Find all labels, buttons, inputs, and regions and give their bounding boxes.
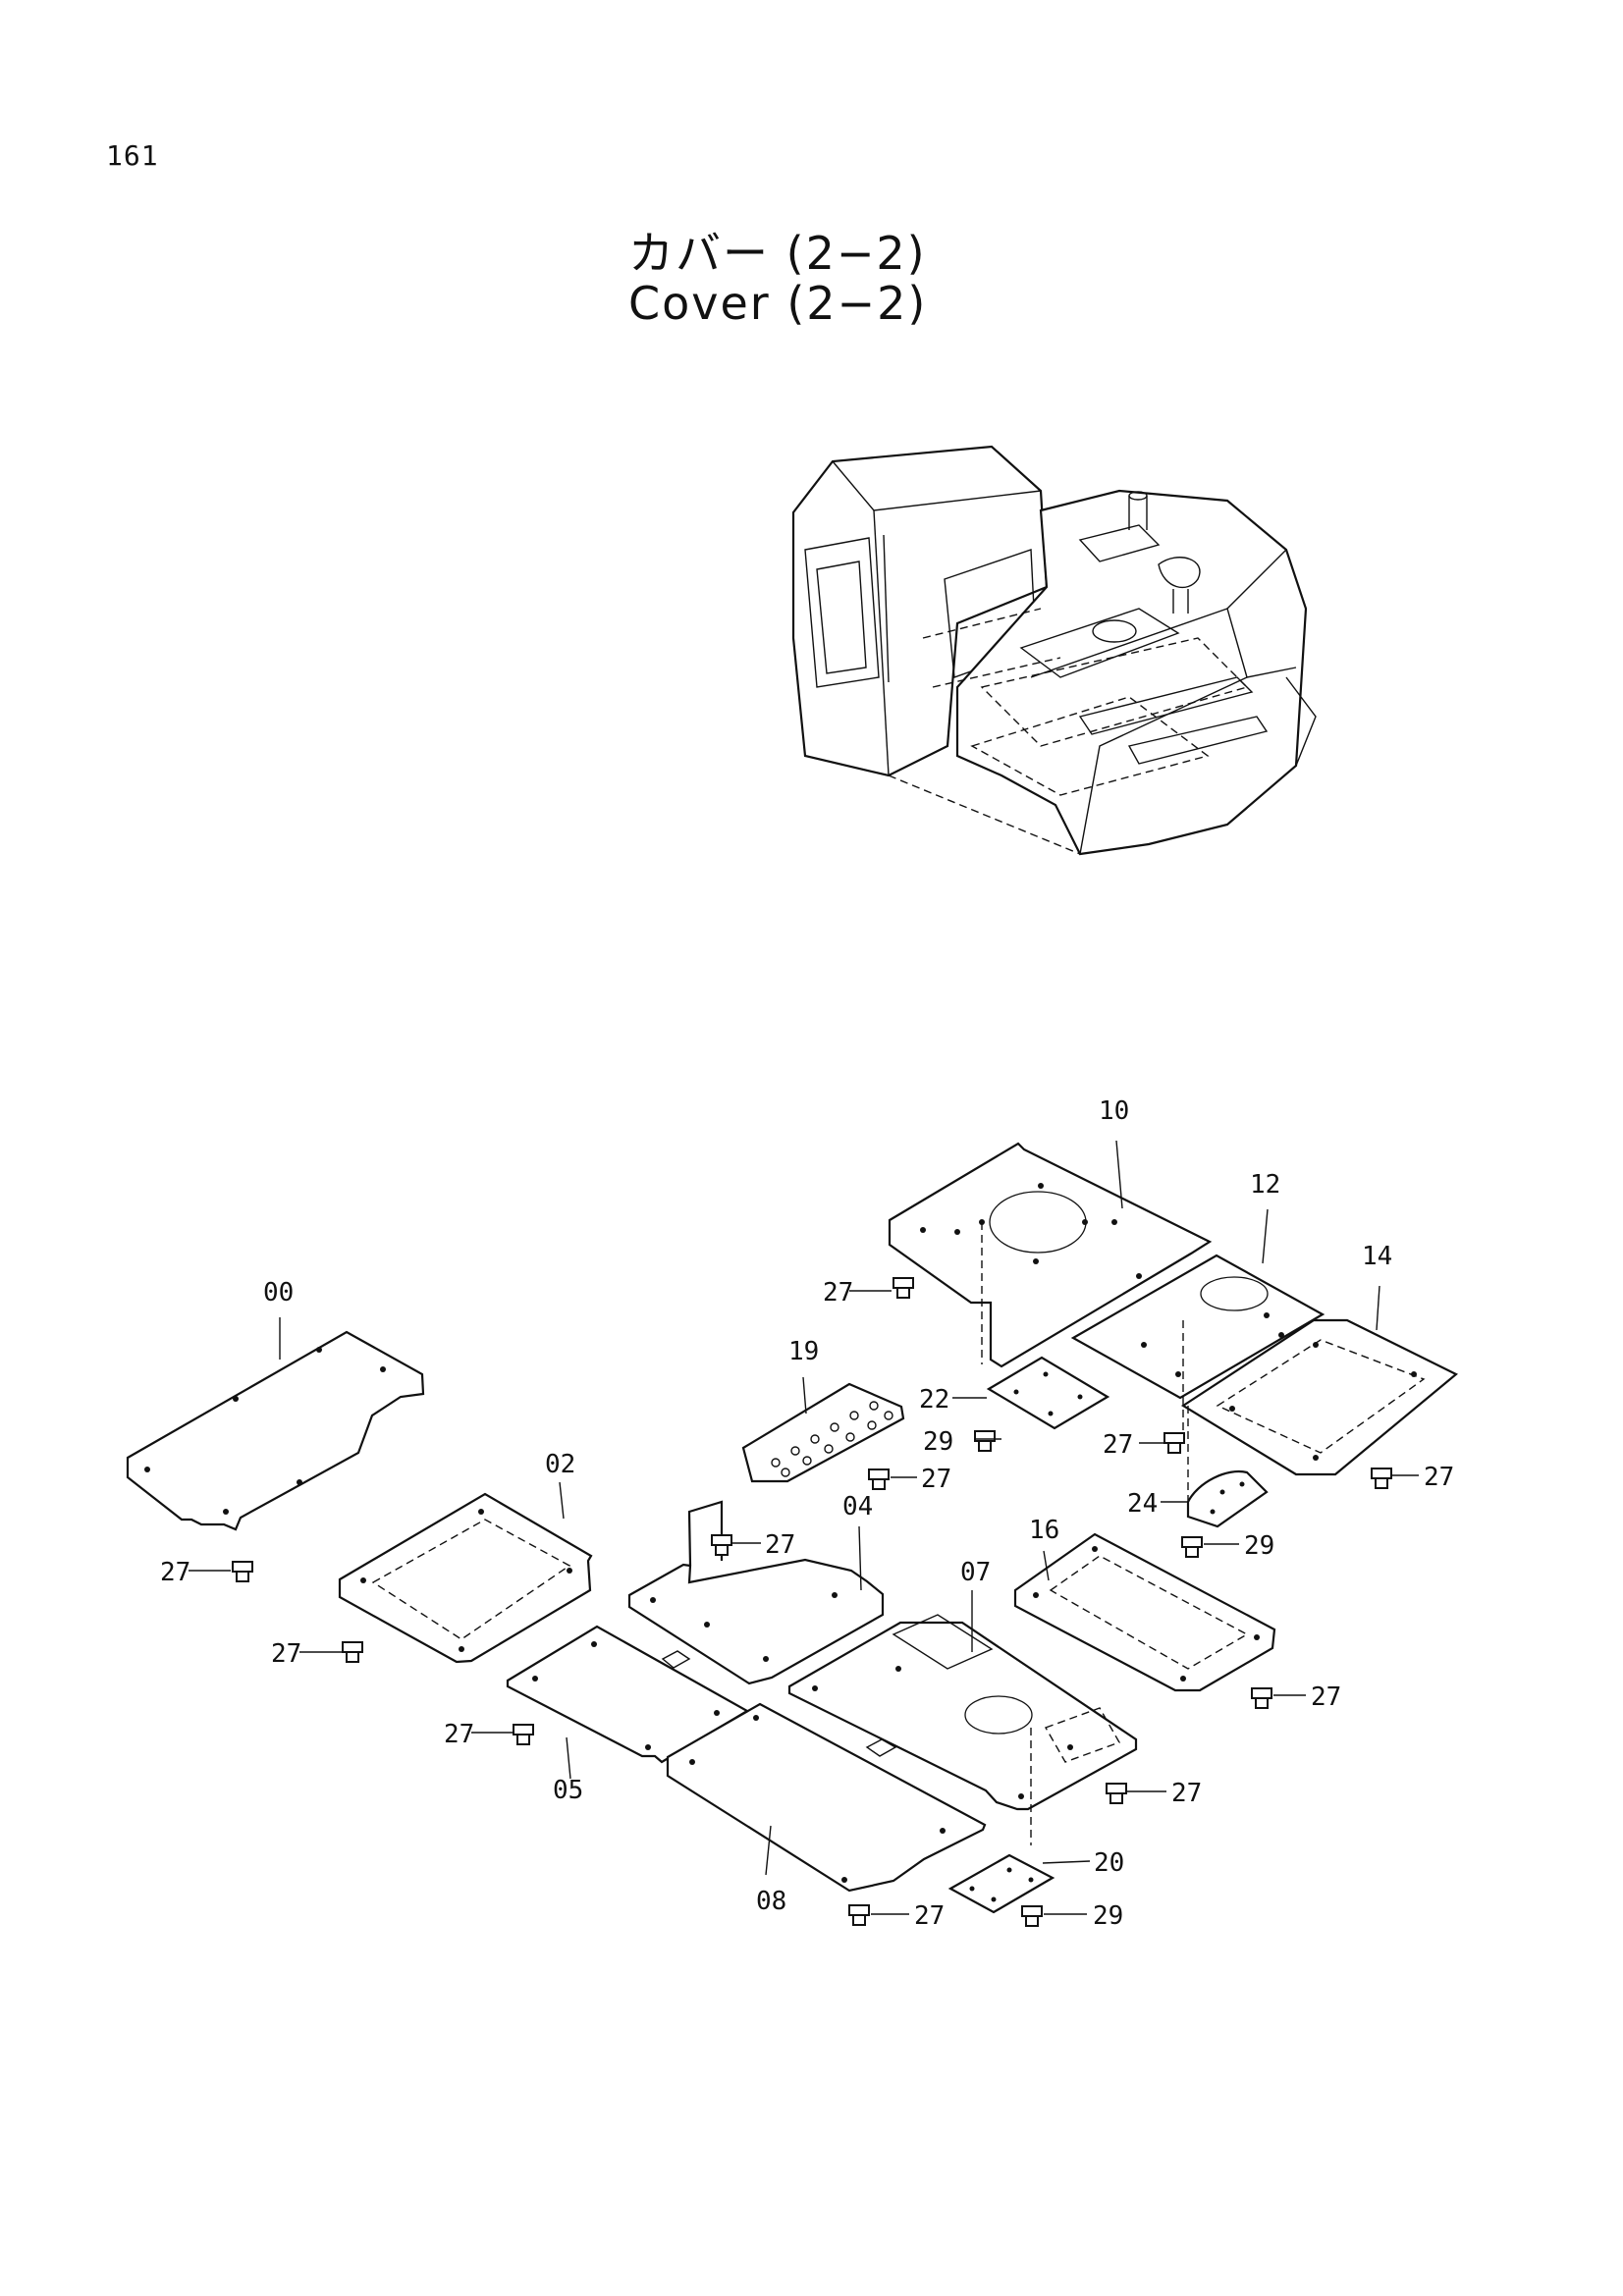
- part-00-cover-plate: [126, 1330, 425, 1531]
- callout-27-i: 27: [444, 1720, 474, 1749]
- callout-labels: 10 12 14 00 19 02 04 16 07 05 08 22 24 2…: [160, 1096, 1454, 1931]
- callout-00: 00: [263, 1278, 294, 1308]
- callout-27-g: 27: [271, 1639, 301, 1669]
- callout-12: 12: [1250, 1170, 1280, 1200]
- callout-20: 20: [1094, 1848, 1124, 1878]
- title-english: Cover (2−2): [628, 277, 928, 330]
- callout-04: 04: [842, 1492, 873, 1522]
- page-number: 161: [106, 139, 159, 172]
- callout-05: 05: [553, 1776, 583, 1805]
- callout-27-h: 27: [1311, 1682, 1341, 1712]
- callout-16: 16: [1029, 1516, 1059, 1545]
- callout-29-c: 29: [1093, 1901, 1123, 1931]
- callout-29-b: 29: [1244, 1531, 1274, 1561]
- title-japanese: カバー (2−2): [628, 227, 927, 280]
- part-04-cover-plate: [627, 1500, 885, 1685]
- part-19-step-plate: [741, 1382, 905, 1483]
- callout-19: 19: [788, 1337, 819, 1366]
- leader-lines: [189, 1140, 1419, 1915]
- machine-overview-drawing: [791, 445, 1317, 856]
- callout-27-j: 27: [1171, 1779, 1202, 1808]
- callout-08: 08: [756, 1887, 786, 1916]
- callout-27-k: 27: [914, 1901, 945, 1931]
- part-22-small-plate: [986, 1356, 1110, 1430]
- callout-27-e: 27: [160, 1558, 190, 1587]
- callout-10: 10: [1099, 1096, 1129, 1126]
- callout-07: 07: [960, 1558, 991, 1587]
- callout-27-a: 27: [823, 1278, 853, 1308]
- part-16-cover-plate: [1013, 1532, 1276, 1692]
- callout-27-c: 27: [921, 1465, 951, 1494]
- callout-22: 22: [919, 1385, 949, 1415]
- part-12-cover-plate: [1070, 1254, 1325, 1433]
- callout-27-f: 27: [765, 1530, 795, 1560]
- part-08-cover-plate: [666, 1702, 987, 1893]
- part-24-small-plate: [1186, 1469, 1269, 1528]
- callout-27-d: 27: [1424, 1463, 1454, 1492]
- callout-27-b: 27: [1103, 1430, 1133, 1460]
- callout-29-a: 29: [923, 1427, 953, 1457]
- part-14-cover-plate: [1180, 1318, 1459, 1502]
- part-20-small-plate: [947, 1853, 1055, 1914]
- part-05-cover-plate: [506, 1625, 750, 1764]
- callout-02: 02: [545, 1450, 575, 1479]
- part-02-cover-plate: [338, 1492, 593, 1664]
- bolts: [232, 1277, 1392, 1927]
- callout-14: 14: [1362, 1242, 1392, 1271]
- part-07-cover-plate: [787, 1614, 1138, 1845]
- callout-24: 24: [1127, 1489, 1158, 1519]
- part-10-cover-plate: [888, 1142, 1213, 1368]
